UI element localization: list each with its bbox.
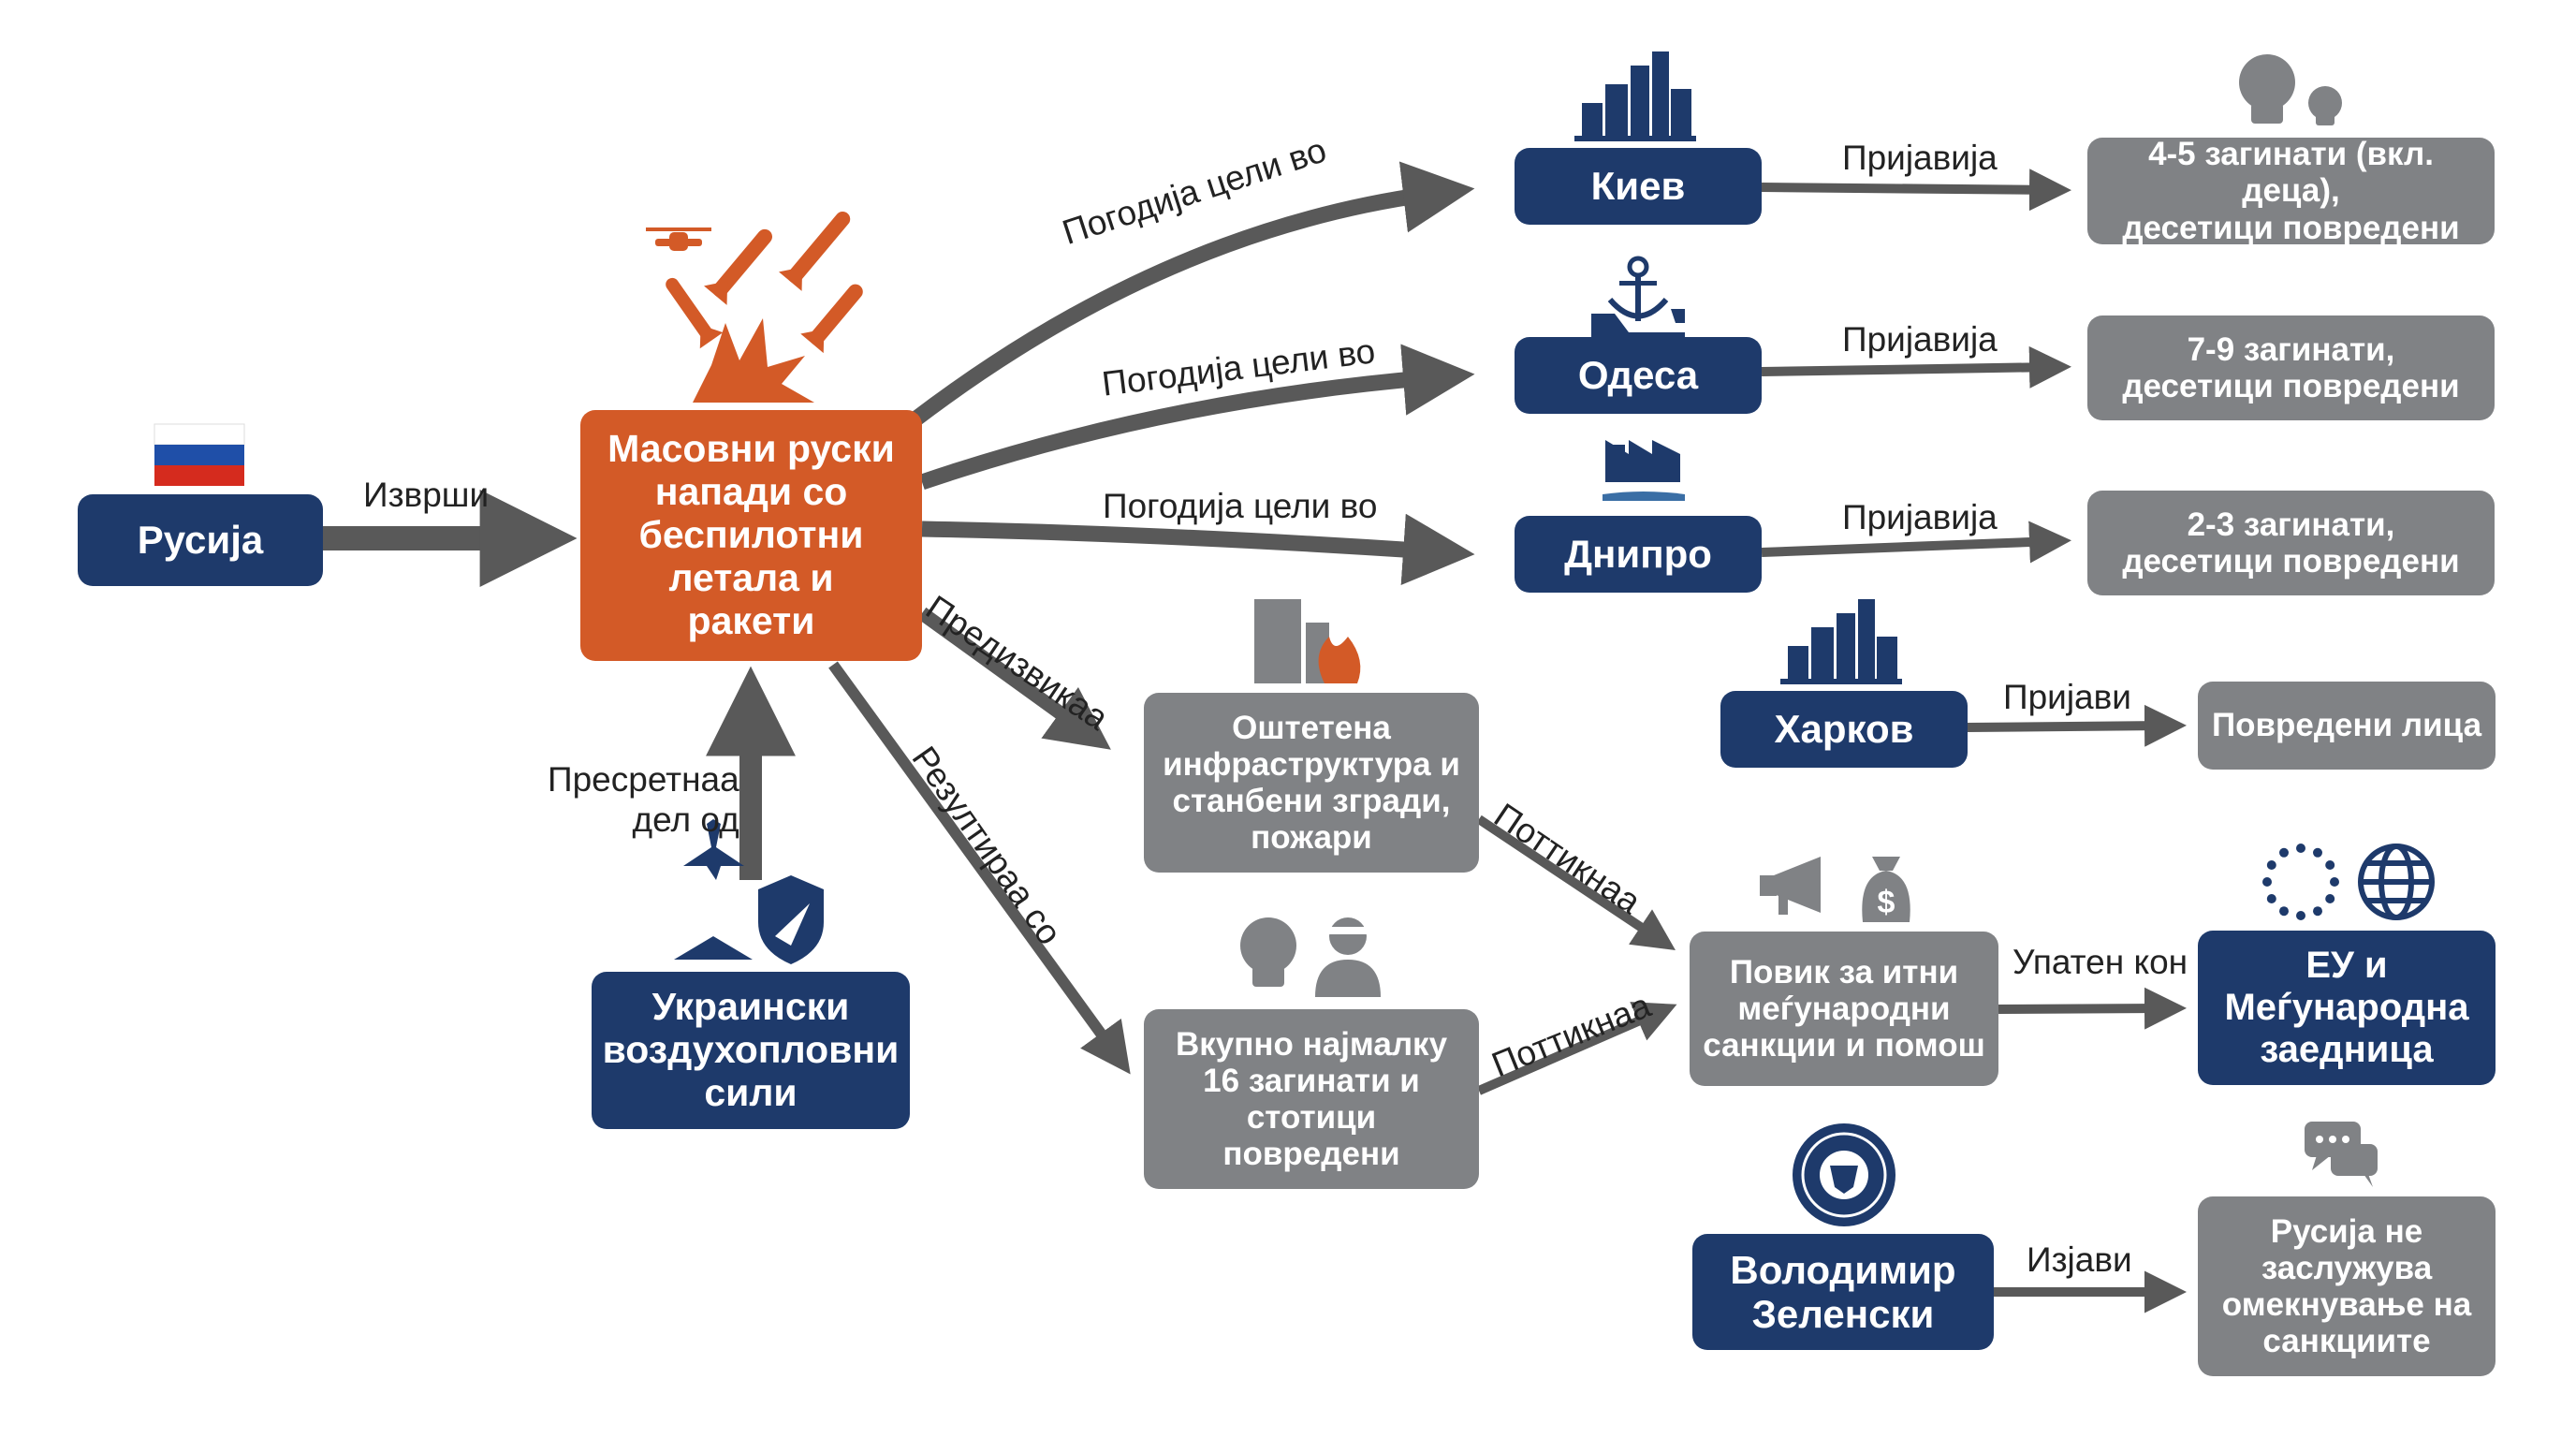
arrow-attacks-casualties — [828, 661, 1131, 1075]
eu-star — [2266, 894, 2276, 903]
shield-icon — [758, 875, 824, 964]
label-reported-odesa: Пријавија — [1842, 320, 1998, 359]
arrow-kharkiv-result — [1967, 704, 2187, 747]
skull-icon — [2239, 54, 2342, 125]
svg-text:$: $ — [1878, 885, 1895, 920]
node-odesa-result: 7-9 загинати, десетици повредени — [2087, 315, 2495, 420]
node-kharkiv-result: Повредени лица — [2198, 682, 2496, 770]
eu-star — [2266, 860, 2276, 870]
label-reported-dnipro: Пријавија — [1842, 498, 1998, 536]
eu-star — [2279, 906, 2289, 917]
node-russia: Русија — [78, 494, 323, 586]
node-zelensky-statement: Русија не заслужува омекнување на санкци… — [2198, 1196, 2496, 1376]
label-reported-kharkiv: Пријави — [2003, 678, 2131, 716]
anchor-icon — [1591, 256, 1685, 337]
node-dnipro: Днипро — [1515, 516, 1762, 593]
arrow-attacks-odesa — [919, 344, 1475, 491]
skull-icon — [1240, 917, 1296, 987]
injured-person-icon — [1315, 917, 1381, 997]
node-dnipro-result: 2-3 загинати, десетици повредени — [2087, 491, 2495, 595]
eu-star — [2296, 911, 2305, 920]
drone-missile-icon — [646, 211, 863, 403]
label-reported-kyiv: Пријавија — [1842, 139, 1998, 177]
arrow-casualties-appeal — [1477, 1002, 1677, 1095]
eu-stars-icon — [2262, 844, 2339, 920]
arrow-attacks-infrastructure — [917, 607, 1111, 750]
label-stated: Изјави — [2027, 1240, 2132, 1279]
eu-star — [2296, 844, 2305, 853]
node-kyiv-result: 4-5 загинати (вкл. деца), десетици повре… — [2087, 136, 2495, 246]
arrow-odesa-result — [1761, 345, 2071, 389]
node-ukrainian-air-force: Украински воздухопловни сили — [592, 972, 910, 1129]
eu-star — [2262, 877, 2272, 887]
eu-star — [2330, 877, 2339, 887]
city-skyline-icon — [1780, 599, 1902, 684]
arrow-appeal-eu — [1998, 987, 2187, 1030]
eu-star — [2313, 906, 2322, 917]
node-kyiv: Киев — [1515, 148, 1762, 225]
eu-star — [2313, 847, 2322, 858]
megaphone-icon — [1760, 857, 1821, 915]
money-bag-icon: $ — [1862, 857, 1910, 922]
label-carried-out: Изврши — [363, 476, 490, 514]
burning-building-icon — [1254, 599, 1361, 683]
chat-bubbles-icon — [2305, 1122, 2378, 1187]
factory-icon — [1603, 440, 1685, 501]
arrow-infrastructure-appeal — [1476, 814, 1676, 950]
russian-flag-icon — [154, 423, 245, 486]
node-damaged-infrastructure: Оштетена инфраструктура и станбени зград… — [1144, 693, 1479, 873]
arrow-attacks-dnipro — [921, 513, 1475, 586]
node-casualties: Вкупно најмалку 16 загинати и стотици по… — [1144, 1009, 1479, 1189]
arrow-kyiv-result — [1761, 169, 2071, 212]
globe-icon — [2358, 844, 2435, 920]
eu-star — [2325, 894, 2335, 903]
label-hit-dnipro: Погодија цели во — [1103, 487, 1378, 525]
arrow-dnipro-result — [1761, 521, 2071, 564]
label-addressed-to: Упатен кон — [2012, 943, 2188, 981]
presidential-seal-icon — [1793, 1123, 1895, 1226]
eu-star — [2279, 847, 2289, 858]
city-skyline-icon — [1574, 51, 1696, 141]
label-intercepted: Пресретнаа дел од — [548, 760, 739, 839]
node-massive-attacks: Масовни руски напади со беспилотни летал… — [580, 410, 922, 661]
node-appeal-sanctions: Повик за итни меѓународни санкции и помо… — [1690, 932, 1998, 1086]
node-odesa: Одеса — [1515, 337, 1762, 414]
fighter-jet-icon — [674, 819, 753, 960]
node-eu-international: ЕУ и Меѓународна заедница — [2198, 931, 2496, 1085]
eu-star — [2325, 860, 2335, 870]
arrow-attacks-kyiv — [907, 161, 1475, 428]
node-kharkiv: Харков — [1720, 691, 1968, 768]
node-zelensky: Володимир Зеленски — [1692, 1234, 1994, 1350]
